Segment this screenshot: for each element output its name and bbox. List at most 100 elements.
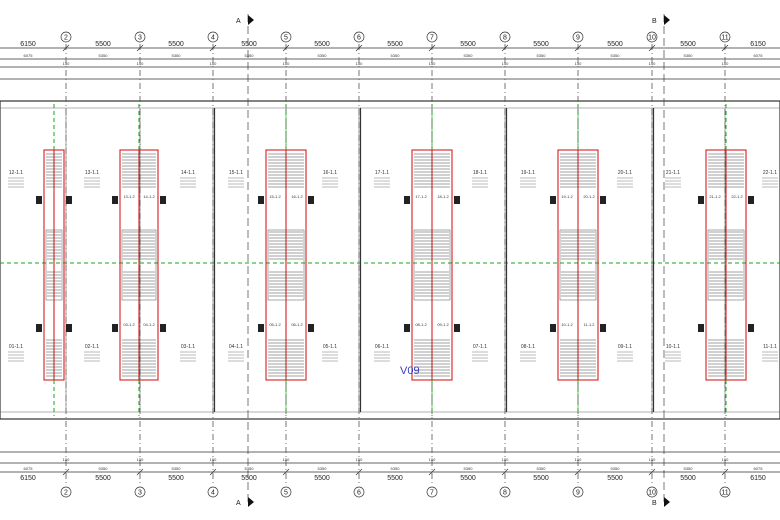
unit-label-bottom: 08-1.1 [521,344,535,350]
axis-label-top: 4 [211,35,215,42]
axis-bubble-bottom [60,486,72,498]
unit-label-bottom: 07-1.1 [473,344,487,350]
dim-tick [282,468,290,476]
dim-tick [501,44,509,52]
stair-landing [707,229,745,301]
dim-small-top: 150 [722,61,729,66]
dim-small-bottom: 150 [283,457,290,462]
stair-label-top: 13-1.2 [123,194,135,199]
stair-label-top: 16-1.2 [291,194,303,199]
dim-bottom-secondary: 6075 [754,466,764,471]
dim-small-bottom: 150 [63,457,70,462]
axis-label-bottom: 3 [138,490,142,497]
axis-label-top: 3 [138,35,142,42]
unit-label-bottom: 10-1.1 [666,344,680,350]
dim-small-bottom: 150 [722,457,729,462]
door-symbol [600,324,606,332]
dim-top-primary: 5500 [95,41,111,48]
axis-bubble-top [280,31,292,43]
axis-bubble-top [572,31,584,43]
axis-label-bottom: 9 [576,490,580,497]
dim-small-top: 150 [283,61,290,66]
stair-landing [45,229,63,301]
dim-bottom-primary: 5500 [314,475,330,482]
dim-small-top: 150 [63,61,70,66]
dim-top-primary: 5500 [314,41,330,48]
door-symbol [698,196,704,204]
stair-label-top: 21-1.2 [709,194,721,199]
axis-label-bottom: 7 [430,490,434,497]
dim-bottom-primary: 5500 [241,475,257,482]
dim-tick [355,468,363,476]
stair-core [36,104,72,416]
door-symbol [748,324,754,332]
door-symbol [36,196,42,204]
axis-label-bottom: 10 [648,490,656,497]
door-symbol [36,324,42,332]
axis-bubble-bottom [646,486,658,498]
axis-bubble-bottom [134,486,146,498]
door-symbol [112,324,118,332]
section-label-bottom: A [236,500,241,507]
dim-small-top: 150 [502,61,509,66]
dim-tick [574,468,582,476]
dim-top-primary: 5500 [533,41,549,48]
dim-bottom-primary: 5500 [607,475,623,482]
axis-bubble-bottom [572,486,584,498]
dim-bottom-secondary: 5350 [391,466,401,471]
unit-label-top: 14-1.1 [181,170,195,176]
axis-label-bottom: 6 [357,490,361,497]
unit-label-bottom: 11-1.1 [763,344,777,350]
dim-small-bottom: 150 [210,457,217,462]
dim-small-bottom: 150 [356,457,363,462]
stair-label-bottom: 05-1.2 [269,322,281,327]
dim-bottom-secondary: 5350 [99,466,109,471]
dim-tick [136,468,144,476]
dim-top-primary: 5500 [241,41,257,48]
dim-tick [136,44,144,52]
section-flag-top [248,15,254,25]
dim-top-secondary: 5350 [684,53,694,58]
axis-label-bottom: 4 [211,490,215,497]
dim-tick [62,44,70,52]
dim-small-top: 150 [356,61,363,66]
axis-label-top: 2 [64,35,68,42]
unit-label-top: 18-1.1 [473,170,487,176]
stair-label-top: 19-1.2 [561,194,573,199]
dim-top-secondary: 5350 [391,53,401,58]
stair-label-top: 15-1.2 [269,194,281,199]
stair-label-bottom: 06-1.2 [291,322,303,327]
axis-label-top: 8 [503,35,507,42]
dim-small-bottom: 150 [429,457,436,462]
section-flag-top [664,15,670,25]
section-label-bottom: B [652,500,657,507]
dim-top-secondary: 5350 [245,53,255,58]
axis-label-top: 10 [648,35,656,42]
dim-small-bottom: 150 [502,457,509,462]
dim-small-bottom: 150 [649,457,656,462]
dim-top-secondary: 5350 [537,53,547,58]
dim-tick [209,468,217,476]
axis-bubble-bottom [353,486,365,498]
stair-label-bottom: 09-1.2 [437,322,449,327]
stair-label-top: 20-1.2 [583,194,595,199]
axis-bubble-bottom [207,486,219,498]
unit-label-bottom: 02-1.1 [85,344,99,350]
dim-bottom-primary: 5500 [95,475,111,482]
dim-small-top: 150 [649,61,656,66]
stair-landing [267,229,305,301]
stair-landing [121,229,157,301]
axis-bubble-bottom [499,486,511,498]
door-symbol [66,196,72,204]
axis-bubble-bottom [719,486,731,498]
door-symbol [404,196,410,204]
dim-small-top: 150 [575,61,582,66]
unit-label-bottom: 01-1.1 [9,344,23,350]
stair-landing [413,229,451,301]
